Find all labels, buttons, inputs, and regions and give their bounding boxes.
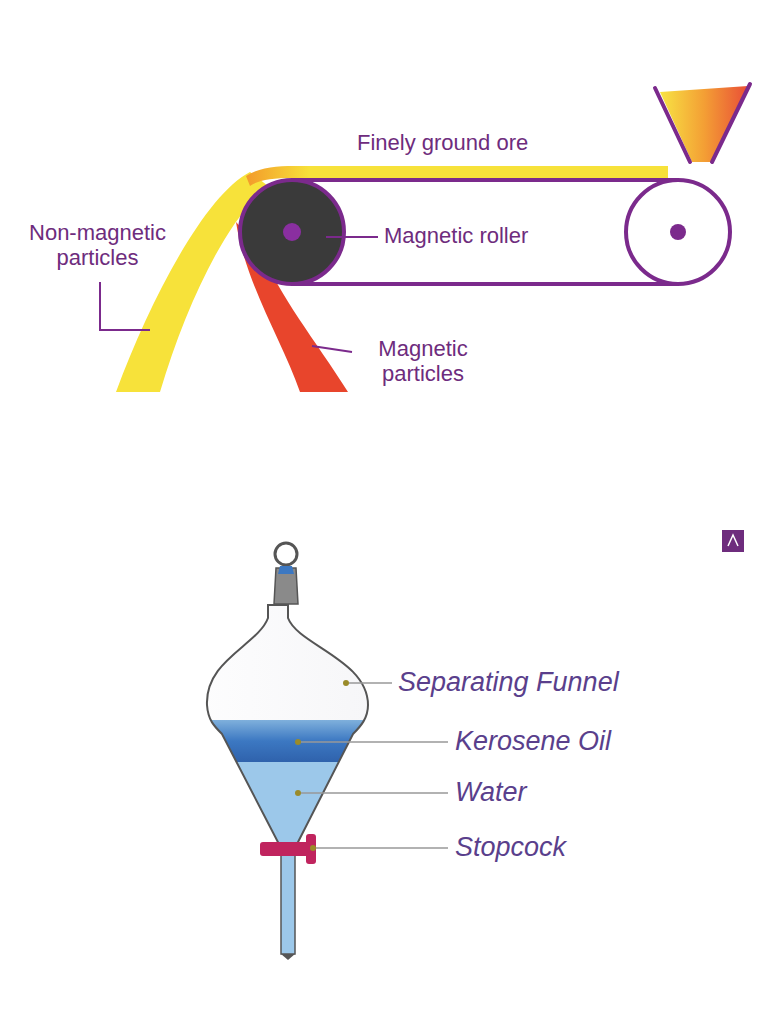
funnel-label: Separating Funnel [398,667,738,698]
stopcock-label: Stopcock [455,832,755,863]
idle-pulley [626,180,730,284]
separating-funnel [150,543,450,960]
stopcock-handle [260,842,314,856]
water-label: Water [455,777,755,808]
magnetic-label: Magnetic particles [358,336,488,387]
non-magnetic-label: Non-magnetic particles [10,220,185,271]
ore-layer [246,166,668,186]
ore-label: Finely ground ore [357,130,617,155]
magnetic-separator [100,84,750,392]
logo-mark [722,530,744,552]
kerosene-label: Kerosene Oil [455,726,755,757]
roller-label: Magnetic roller [384,223,604,248]
magnetic-roller [240,180,344,284]
non-magnetic-stream [116,172,268,392]
